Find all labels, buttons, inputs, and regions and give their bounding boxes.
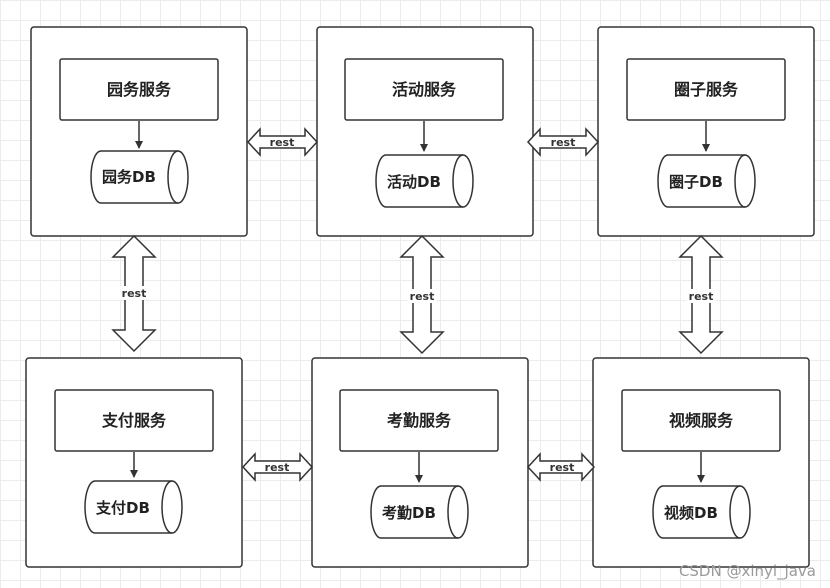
node-kaoqin[interactable]: 考勤服务 考勤DB [311,357,529,568]
connection-yuanwu-zhifu[interactable]: rest [111,234,157,353]
double-arrow [246,127,319,157]
label-backdrop [686,289,716,303]
service-box[interactable] [59,58,219,121]
db-label: 园务DB [102,168,156,186]
connection-quanzi-shipin[interactable]: rest [678,234,724,355]
rest-label: rest [270,136,295,149]
database-cylinder[interactable]: 活动DB [375,154,474,208]
rest-label: rest [689,290,714,303]
rest-label: rest [551,136,576,149]
double-arrow [526,127,600,157]
node-huodong[interactable]: 活动服务 活动DB [316,26,534,237]
service-box[interactable] [344,58,504,121]
service-box[interactable] [54,389,214,452]
double-arrow [241,452,314,482]
rest-label: rest [550,461,575,474]
service-box[interactable] [626,58,786,121]
database-cylinder[interactable]: 视频DB [652,485,751,539]
service-box[interactable] [339,389,499,452]
db-label: 活动DB [387,173,441,191]
connection-huodong-kaoqin[interactable]: rest [399,234,445,355]
db-label: 视频DB [664,504,718,522]
service-label: 考勤服务 [387,411,452,430]
connection-huodong-quanzi[interactable]: rest [526,127,600,157]
service-label: 视频服务 [669,411,734,430]
service-label: 圈子服务 [674,80,739,99]
database-cylinder[interactable]: 圈子DB [657,154,756,208]
node-zhifu[interactable]: 支付服务 支付DB [25,357,243,568]
database-cylinder[interactable]: 考勤DB [370,485,469,539]
connection-yuanwu-huodong[interactable]: rest [246,127,319,157]
db-label: 考勤DB [382,504,436,522]
double-arrow [526,452,596,482]
database-cylinder[interactable]: 支付DB [84,480,183,534]
node-shipin[interactable]: 视频服务 视频DB [592,357,810,568]
node-quanzi[interactable]: 圈子服务 圈子DB [597,26,815,237]
db-label: 圈子DB [669,173,723,191]
connection-zhifu-kaoqin[interactable]: rest [241,452,314,482]
database-cylinder[interactable]: 园务DB [90,150,189,204]
label-backdrop [407,289,437,303]
db-label: 支付DB [95,499,150,517]
node-yuanwu[interactable]: 园务服务 园务DB [30,26,248,237]
watermark: CSDN @xinyi_java [678,562,816,580]
rest-label: rest [410,290,435,303]
connection-kaoqin-shipin[interactable]: rest [526,452,596,482]
service-label: 支付服务 [101,411,167,430]
label-backdrop [119,286,149,300]
service-box[interactable] [621,389,781,452]
service-label: 活动服务 [392,80,457,99]
rest-label: rest [122,287,147,300]
rest-label: rest [265,461,290,474]
service-label: 园务服务 [107,80,172,99]
